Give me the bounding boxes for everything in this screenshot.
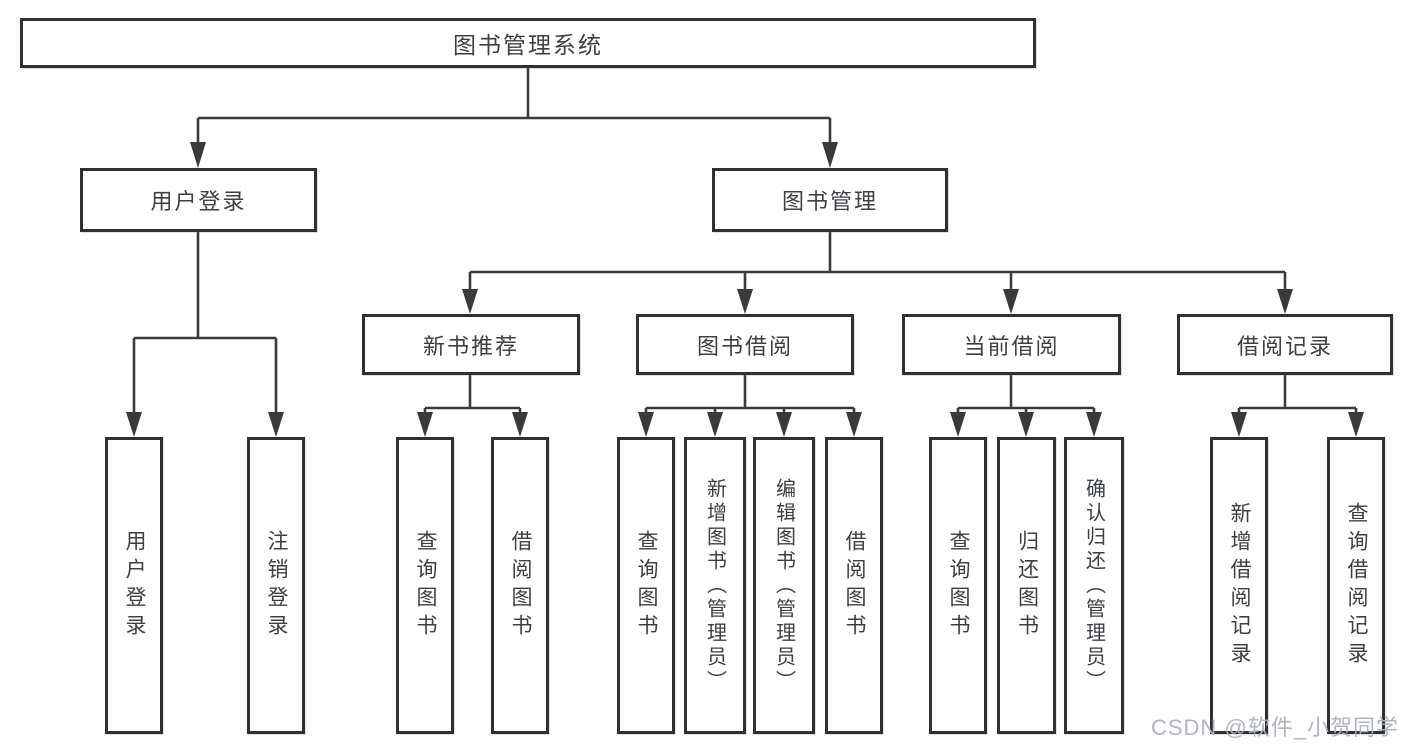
leaf-user-login-label: 用户登录 [123, 529, 146, 642]
leaf-current-confirm-return-admin-label: 确认归还（管理员） [1082, 477, 1105, 694]
leaf-logout-label: 注销登录 [265, 529, 288, 642]
node-current-borrow: 当前借阅 [902, 314, 1121, 375]
node-borrow-record: 借阅记录 [1177, 314, 1393, 375]
leaf-newbook-search-books-label: 查询图书 [414, 529, 437, 642]
leaf-record-add-borrow-record: 新增借阅记录 [1210, 437, 1268, 734]
leaf-current-return-books: 归还图书 [997, 437, 1056, 734]
node-book-borrow: 图书借阅 [636, 314, 854, 375]
leaf-current-search-books: 查询图书 [929, 437, 987, 734]
leaf-borrow-borrow-books-label: 借阅图书 [843, 529, 866, 642]
node-library-management-system: 图书管理系统 [20, 18, 1036, 68]
node-new-book-recommend: 新书推荐 [362, 314, 580, 375]
leaf-record-search-borrow-record: 查询借阅记录 [1327, 437, 1385, 734]
leaf-record-search-borrow-record-label: 查询借阅记录 [1345, 501, 1368, 670]
leaf-borrow-add-books-admin-label: 新增图书（管理员） [703, 477, 726, 694]
leaf-borrow-add-books-admin: 新增图书（管理员） [684, 437, 746, 734]
leaf-logout: 注销登录 [247, 437, 305, 734]
leaf-user-login: 用户登录 [105, 437, 163, 734]
leaf-borrow-edit-books-admin-label: 编辑图书（管理员） [772, 477, 795, 694]
leaf-record-add-borrow-record-label: 新增借阅记录 [1228, 501, 1251, 670]
node-user-login: 用户登录 [80, 168, 317, 232]
leaf-newbook-borrow-books: 借阅图书 [491, 437, 549, 734]
leaf-borrow-search-books-label: 查询图书 [635, 529, 658, 642]
leaf-current-return-books-label: 归还图书 [1015, 529, 1039, 642]
leaf-current-confirm-return-admin: 确认归还（管理员） [1064, 437, 1124, 734]
leaf-newbook-borrow-books-label: 借阅图书 [509, 529, 532, 642]
leaf-newbook-search-books: 查询图书 [396, 437, 454, 734]
leaf-borrow-edit-books-admin: 编辑图书（管理员） [753, 437, 815, 734]
node-book-management: 图书管理 [712, 168, 948, 232]
leaf-current-search-books-label: 查询图书 [947, 529, 970, 642]
leaf-borrow-borrow-books: 借阅图书 [825, 437, 883, 734]
leaf-borrow-search-books: 查询图书 [617, 437, 675, 734]
